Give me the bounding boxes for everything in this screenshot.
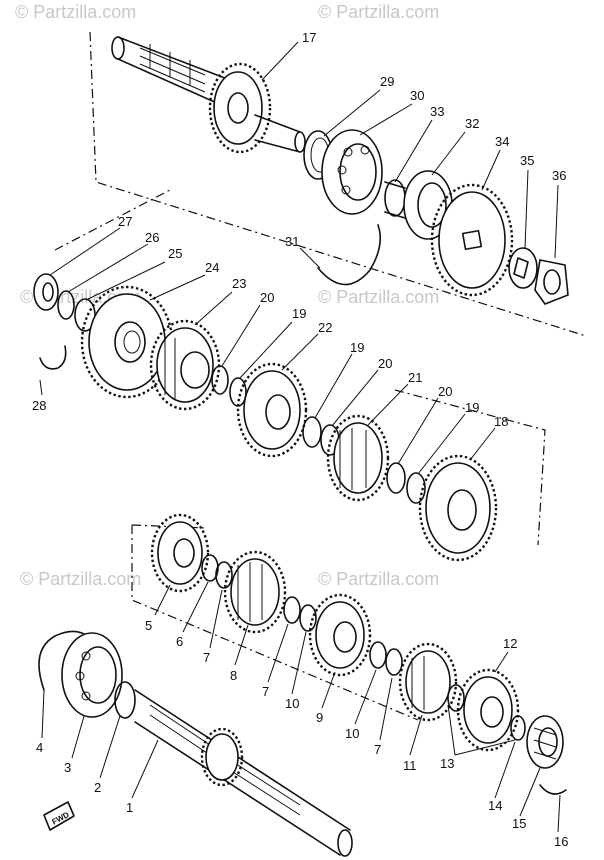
callout-13: 13: [440, 756, 454, 771]
callout-14: 14: [488, 798, 502, 813]
callout-8: 8: [230, 668, 237, 683]
callout-16: 16: [554, 834, 568, 849]
drive-axle-assembly: FWD: [38, 630, 353, 857]
callout-28: 28: [32, 398, 46, 413]
callout-34: 34: [495, 134, 509, 149]
callout-15: 15: [512, 816, 526, 831]
callout-26: 26: [145, 230, 159, 245]
callout-19a: 19: [292, 306, 306, 321]
callout-21: 21: [408, 370, 422, 385]
callout-6: 6: [176, 634, 183, 649]
callout-20a: 20: [260, 290, 274, 305]
callout-31: 31: [285, 234, 299, 249]
watermark-text: © Partzilla.com: [318, 2, 439, 22]
callout-22: 22: [318, 320, 332, 335]
callout-5: 5: [145, 618, 152, 633]
callout-7b: 7: [262, 684, 269, 699]
callout-20b: 20: [378, 356, 392, 371]
main-axle-assembly: [111, 36, 569, 305]
callout-12: 12: [503, 636, 517, 651]
callout-19c: 19: [465, 400, 479, 415]
watermark-text: © Partzilla.com: [15, 2, 136, 22]
callout-labels: 17 29 30 33 32 34 35 36 31 27 26 25 24 2…: [32, 30, 568, 849]
callout-7c: 7: [374, 742, 381, 757]
callout-33: 33: [430, 104, 444, 119]
watermark-text: © Partzilla.com: [20, 569, 141, 589]
callout-20c: 20: [438, 384, 452, 399]
callout-25: 25: [168, 246, 182, 261]
callout-1: 1: [126, 800, 133, 815]
callout-18: 18: [494, 414, 508, 429]
callout-9: 9: [316, 710, 323, 725]
callout-10a: 10: [285, 696, 299, 711]
callout-4: 4: [36, 740, 43, 755]
callout-35: 35: [520, 153, 534, 168]
callout-2: 2: [94, 780, 101, 795]
counter-gear-assembly: [150, 513, 567, 795]
callout-24: 24: [205, 260, 219, 275]
callout-17: 17: [302, 30, 316, 45]
watermark-text: © Partzilla.com: [318, 569, 439, 589]
callout-10b: 10: [345, 726, 359, 741]
callout-11: 11: [403, 758, 417, 773]
callout-27: 27: [118, 214, 132, 229]
group-outline-drive-gears: [54, 189, 546, 546]
callout-29: 29: [380, 74, 394, 89]
callout-23: 23: [232, 276, 246, 291]
watermark-text: © Partzilla.com: [318, 287, 439, 307]
callout-32: 32: [465, 116, 479, 131]
callout-3: 3: [64, 760, 71, 775]
callout-7a: 7: [203, 650, 210, 665]
callout-36: 36: [552, 168, 566, 183]
callout-19b: 19: [350, 340, 364, 355]
leader-lines: [39, 41, 561, 833]
callout-30: 30: [410, 88, 424, 103]
drive-gear-assembly: [33, 273, 498, 562]
